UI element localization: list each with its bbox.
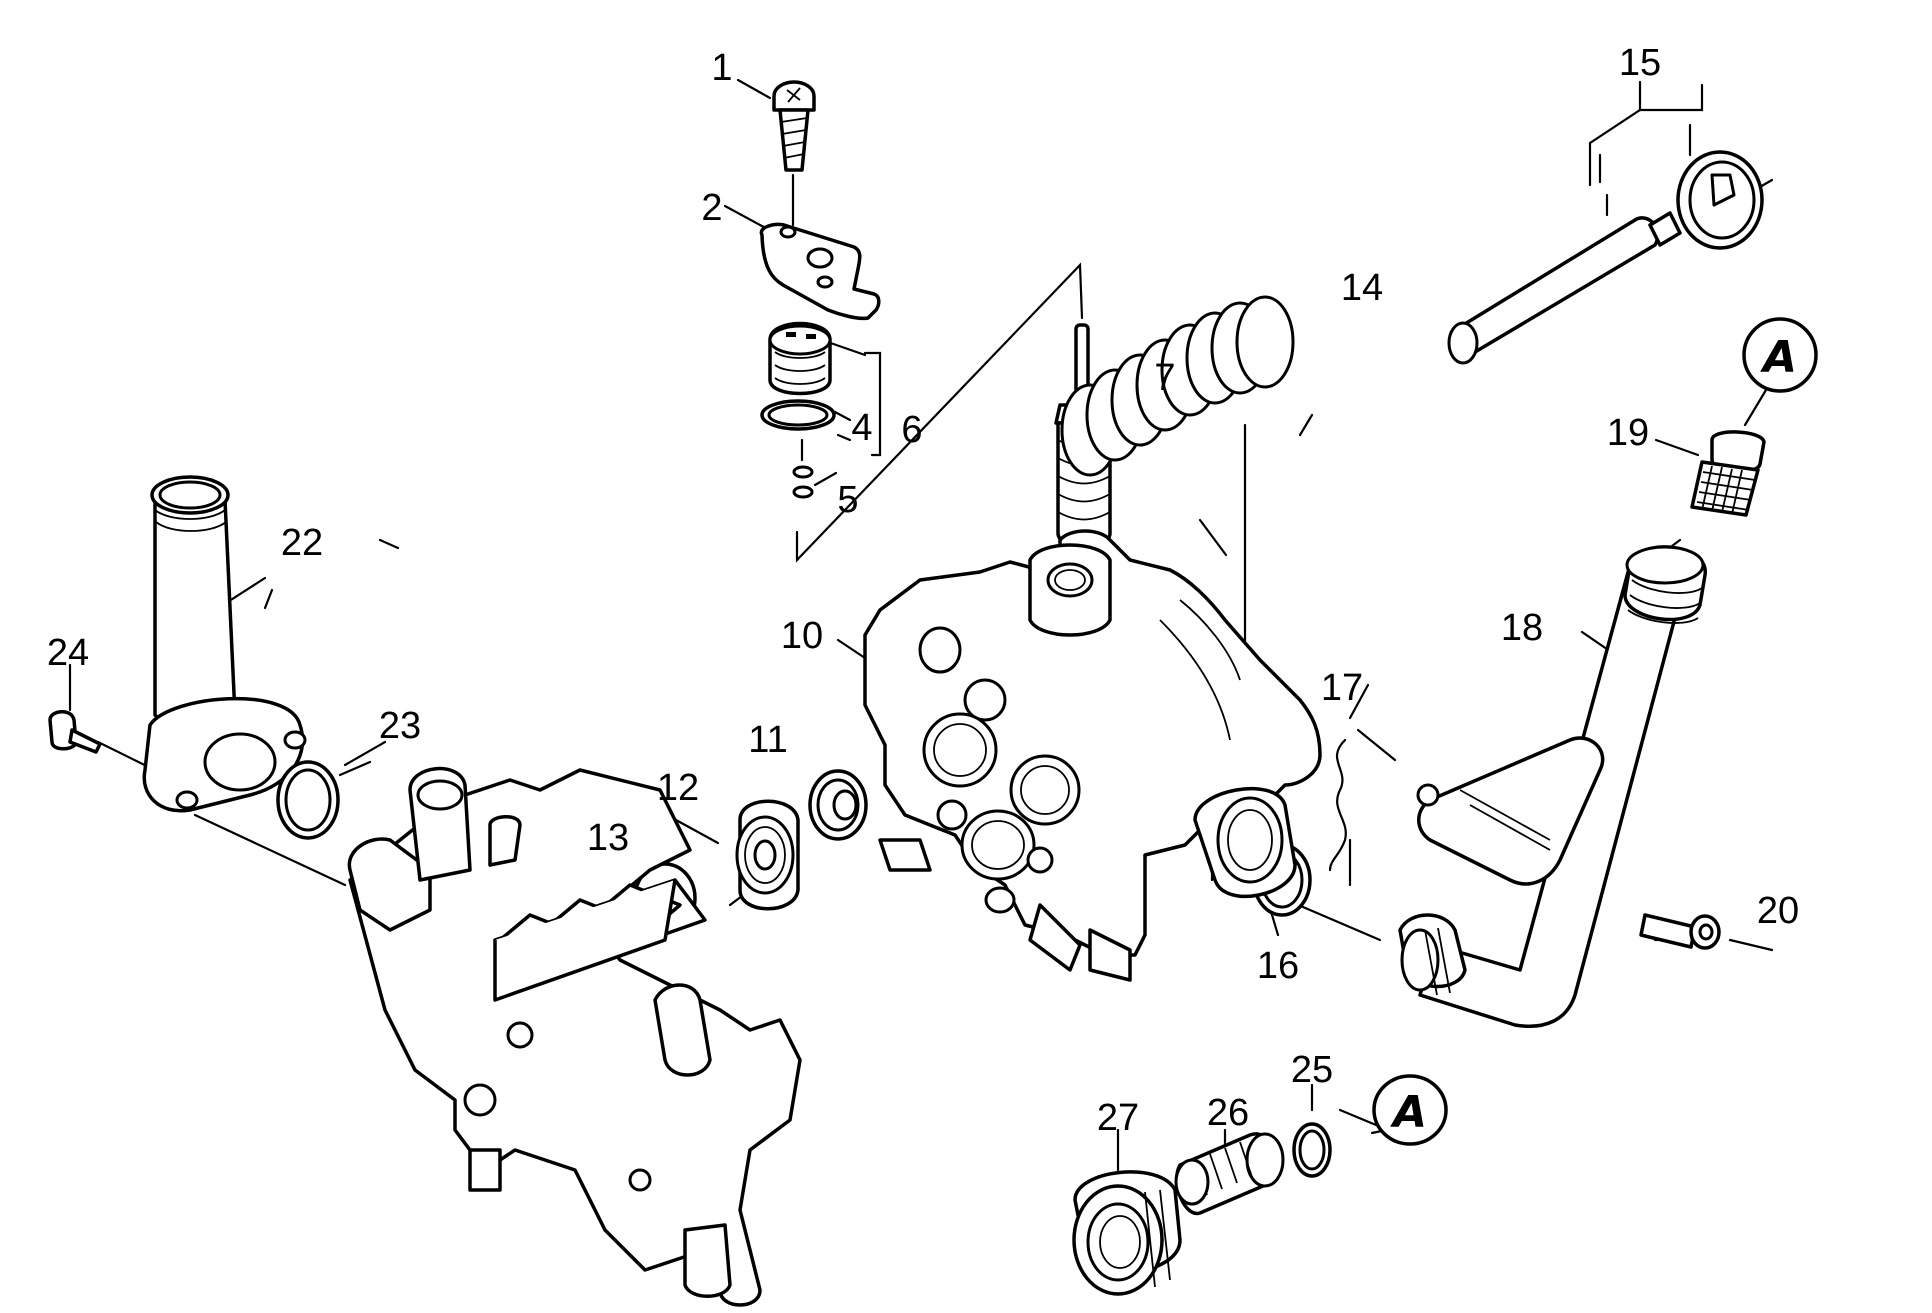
part-27-union-nut	[1072, 1170, 1182, 1296]
part-14-spring	[1060, 295, 1295, 477]
part-4-o-ring-inner	[767, 403, 829, 427]
part-25-o-ring	[1292, 1122, 1332, 1178]
callout-1: 1	[711, 47, 732, 89]
callout-25: 25	[1291, 1049, 1333, 1091]
callout-17: 17	[1321, 667, 1363, 709]
part-20-screw	[1639, 913, 1721, 950]
part-11-seal	[808, 769, 868, 841]
cylinder-head	[347, 766, 802, 1307]
outlet-fitting	[1193, 787, 1297, 898]
part-17-clip	[1328, 738, 1347, 872]
callout-14: 14	[1341, 267, 1383, 309]
callout-27: 27	[1097, 1097, 1139, 1139]
ref-bubble-a-bottom: A	[1372, 1074, 1448, 1146]
callout-2: 2	[701, 187, 722, 229]
callout-4: 4	[851, 407, 872, 449]
part-19-filter	[1690, 430, 1766, 517]
part-18-inlet-pipe	[1398, 545, 1707, 1028]
callout-20: 20	[1757, 890, 1799, 932]
callout-16: 16	[1257, 945, 1299, 987]
part-15-retainer	[1676, 150, 1764, 250]
part-22-pipe	[142, 475, 307, 813]
part-12-seal-ring	[735, 799, 800, 911]
callout-12: 12	[657, 767, 699, 809]
callout-15: 15	[1619, 42, 1661, 84]
callout-7: 7	[1154, 357, 1175, 399]
callout-18: 18	[1501, 607, 1543, 649]
callout-13: 13	[587, 817, 629, 859]
part-26-coupling	[1174, 1132, 1285, 1216]
callout-5: 5	[837, 479, 858, 521]
ref-a-top-text: A	[1760, 332, 1797, 383]
callout-10: 10	[781, 615, 823, 657]
callout-26: 26	[1207, 1092, 1249, 1134]
ref-a-bottom-text: A	[1390, 1087, 1427, 1138]
part-1-screw	[772, 80, 816, 172]
part-15-piston-rod	[1447, 211, 1682, 365]
callout-numbers: 1 2 4 5 6 7 10 11 12 13 14 15 16 17 18 1…	[47, 42, 1799, 1139]
part-24-screw	[48, 710, 102, 754]
callout-6: 6	[901, 409, 922, 451]
part-23-o-ring	[276, 760, 340, 840]
part-5-small-rings	[792, 465, 814, 499]
ref-bubble-a-top: A	[1742, 317, 1818, 393]
callout-11: 11	[748, 719, 787, 761]
callout-23: 23	[379, 705, 421, 747]
callout-22: 22	[281, 522, 323, 564]
part-10-pump-head	[863, 529, 1322, 982]
callout-24: 24	[47, 632, 89, 674]
part-2-plate	[759, 222, 881, 321]
callout-19: 19	[1607, 412, 1649, 454]
part-6-valve-insert	[768, 321, 832, 396]
